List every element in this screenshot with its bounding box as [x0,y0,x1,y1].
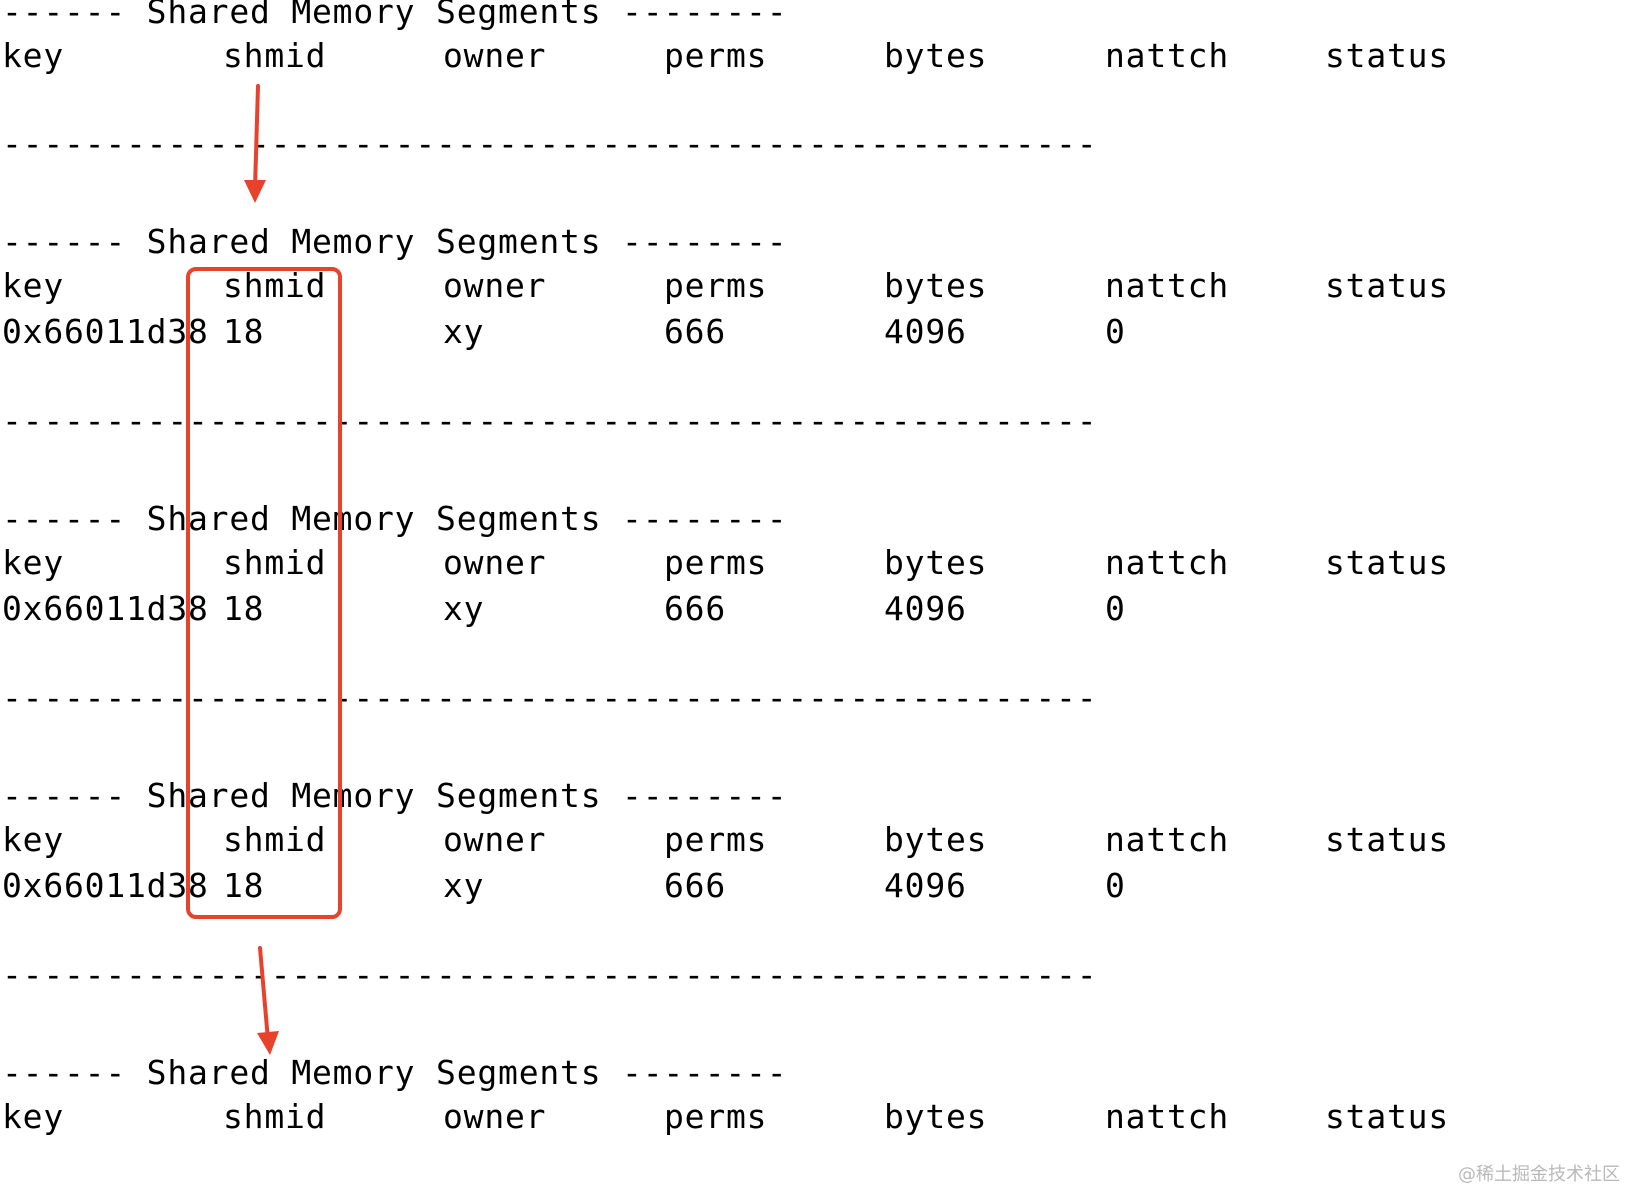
col-owner: owner [443,36,547,75]
separator-line: ----------------------------------------… [2,124,1098,163]
col-key: key [2,820,65,859]
col-key: key [2,543,65,582]
col-owner: owner [443,1097,547,1136]
col-perms: perms [664,1097,768,1136]
cell-nattch: 0 [1105,312,1126,351]
column-header-row: key shmid owner perms bytes nattch statu… [0,1097,1500,1137]
col-shmid: shmid [223,266,327,305]
cell-nattch: 0 [1105,866,1126,905]
col-bytes: bytes [884,266,988,305]
col-bytes: bytes [884,820,988,859]
segment-header: ------ Shared Memory Segments -------- [2,1053,788,1092]
col-shmid: shmid [223,543,327,582]
cell-key: 0x66011d38 [2,312,209,351]
separator-line: ----------------------------------------… [2,401,1098,440]
column-header-row: key shmid owner perms bytes nattch statu… [0,266,1500,306]
col-status: status [1325,36,1450,75]
cell-key: 0x66011d38 [2,866,209,905]
col-status: status [1325,266,1450,305]
table-row: 0x66011d38 18 xy 666 4096 0 [0,866,1500,906]
col-nattch: nattch [1105,36,1230,75]
cell-perms: 666 [664,866,727,905]
col-perms: perms [664,543,768,582]
cell-owner: xy [443,589,485,628]
col-nattch: nattch [1105,1097,1230,1136]
table-row: 0x66011d38 18 xy 666 4096 0 [0,589,1500,629]
col-owner: owner [443,543,547,582]
column-header-row: key shmid owner perms bytes nattch statu… [0,36,1500,76]
cell-shmid: 18 [223,589,265,628]
segment-header: ------ Shared Memory Segments -------- [2,499,788,538]
segment-header: ------ Shared Memory Segments -------- [2,222,788,261]
col-owner: owner [443,820,547,859]
col-status: status [1325,543,1450,582]
cell-owner: xy [443,312,485,351]
col-bytes: bytes [884,36,988,75]
cell-nattch: 0 [1105,589,1126,628]
col-shmid: shmid [223,36,327,75]
cell-bytes: 4096 [884,866,967,905]
col-status: status [1325,1097,1450,1136]
cell-shmid: 18 [223,312,265,351]
col-perms: perms [664,36,768,75]
watermark-text: @稀土掘金技术社区 [1458,1164,1620,1185]
cell-owner: xy [443,866,485,905]
col-shmid: shmid [223,820,327,859]
cell-key: 0x66011d38 [2,589,209,628]
cell-bytes: 4096 [884,589,967,628]
column-header-row: key shmid owner perms bytes nattch statu… [0,820,1500,860]
column-header-row: key shmid owner perms bytes nattch statu… [0,543,1500,583]
segment-header: ------ Shared Memory Segments -------- [2,0,788,31]
col-nattch: nattch [1105,820,1230,859]
col-shmid: shmid [223,1097,327,1136]
separator-line: ----------------------------------------… [2,955,1098,994]
col-bytes: bytes [884,543,988,582]
col-bytes: bytes [884,1097,988,1136]
cell-shmid: 18 [223,866,265,905]
col-nattch: nattch [1105,266,1230,305]
col-owner: owner [443,266,547,305]
col-key: key [2,1097,65,1136]
col-nattch: nattch [1105,543,1230,582]
cell-perms: 666 [664,589,727,628]
cell-bytes: 4096 [884,312,967,351]
col-key: key [2,36,65,75]
col-perms: perms [664,820,768,859]
cell-perms: 666 [664,312,727,351]
segment-header: ------ Shared Memory Segments -------- [2,776,788,815]
col-key: key [2,266,65,305]
col-status: status [1325,820,1450,859]
separator-line: ----------------------------------------… [2,678,1098,717]
table-row: 0x66011d38 18 xy 666 4096 0 [0,312,1500,352]
col-perms: perms [664,266,768,305]
